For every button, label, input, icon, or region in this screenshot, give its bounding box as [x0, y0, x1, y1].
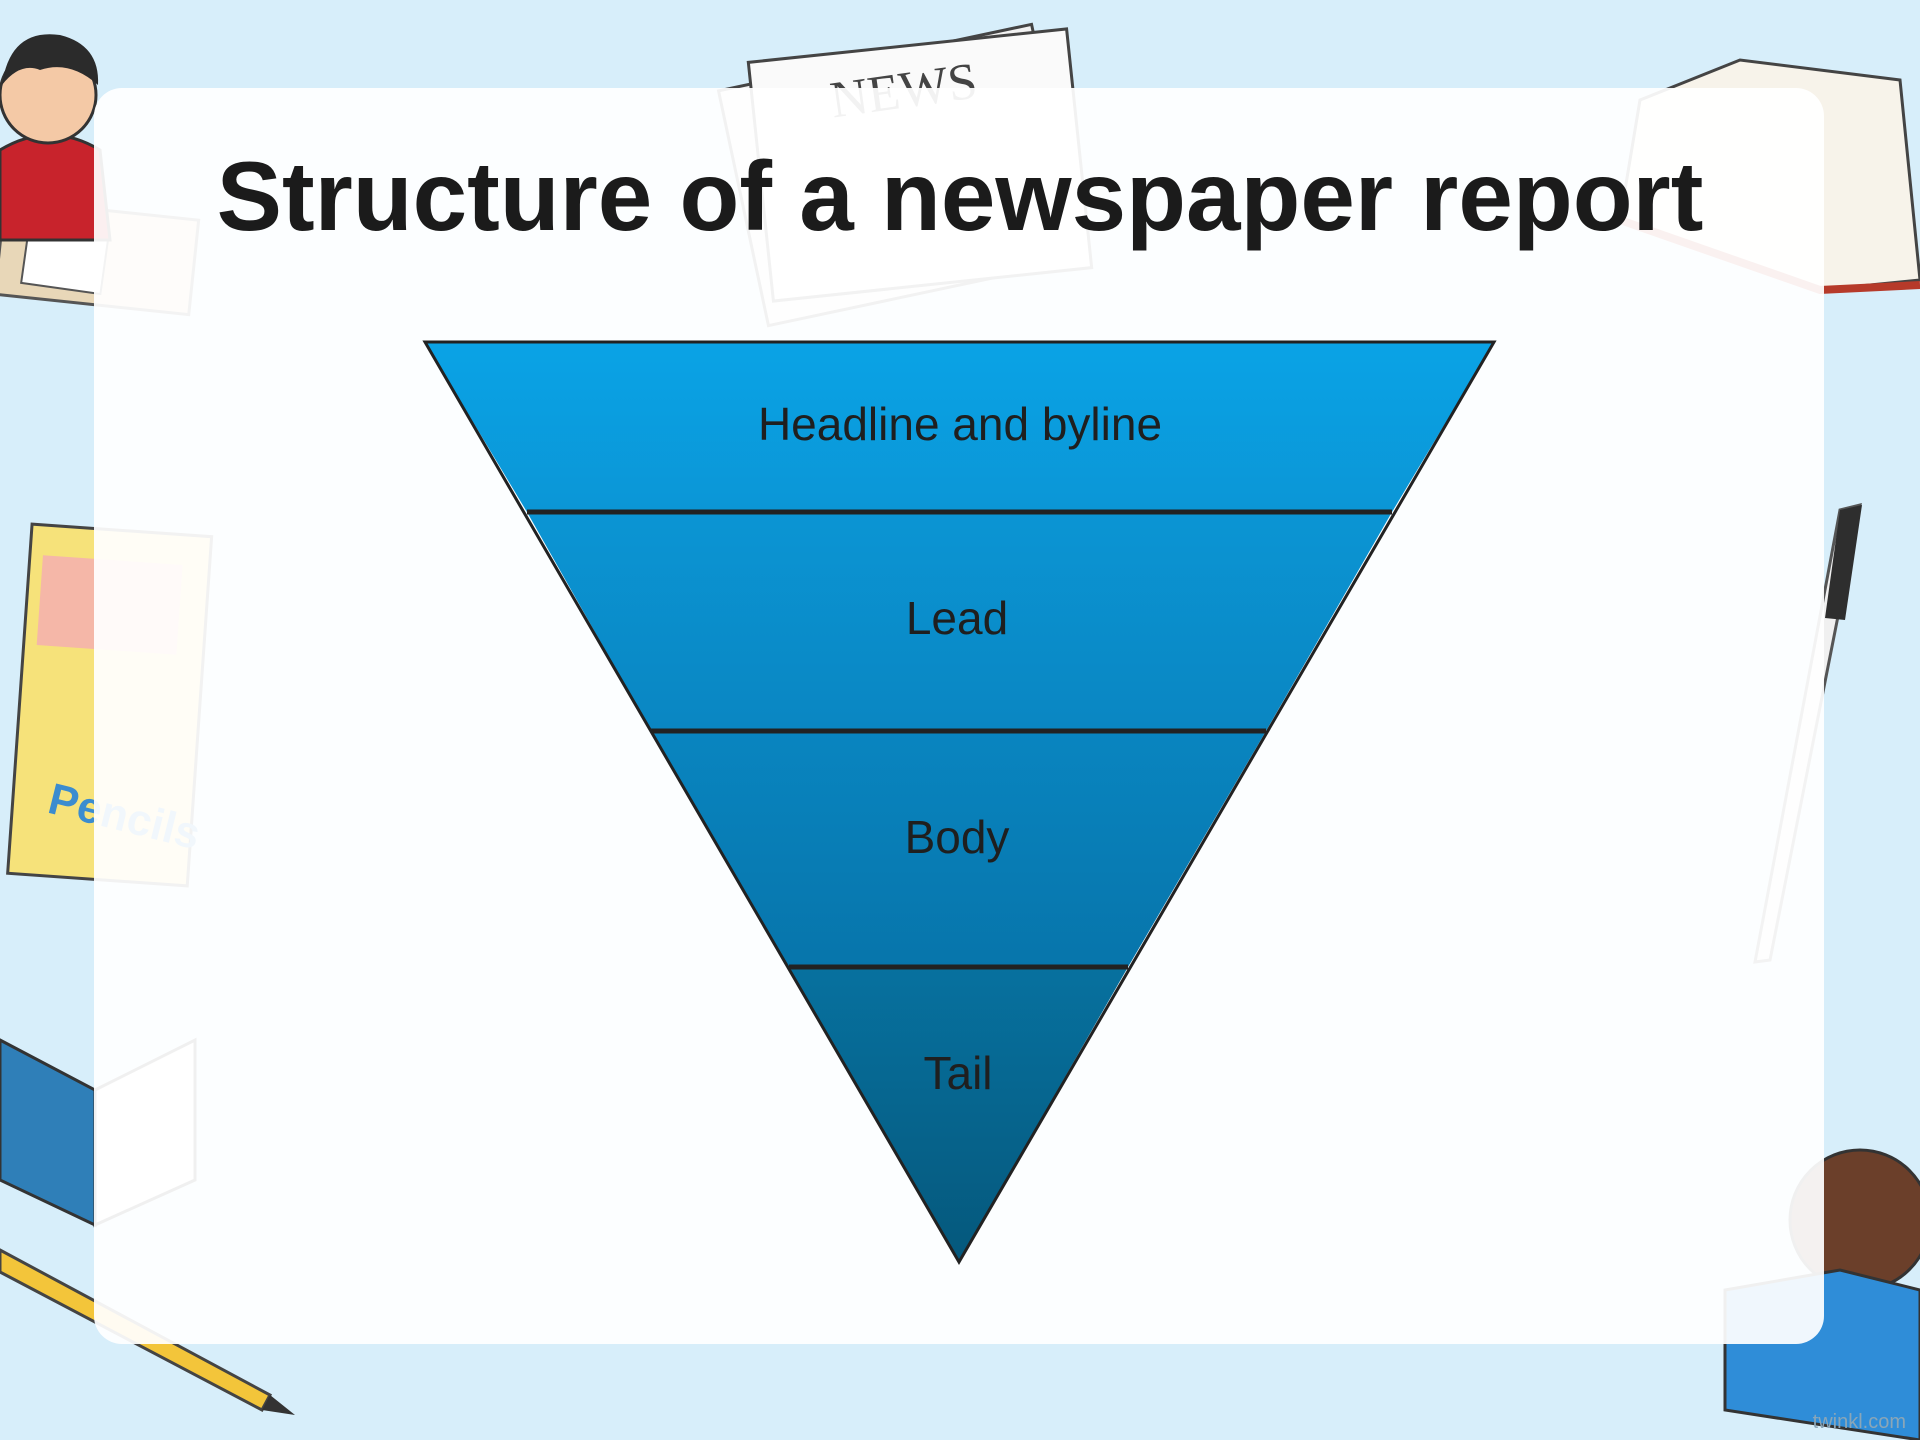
layer-label-lead: Lead [906, 592, 1008, 644]
layer-label-headline: Headline and byline [758, 398, 1162, 450]
pyramid-layer-body [651, 731, 1266, 967]
page-title: Structure of a newspaper report [216, 141, 1704, 251]
pyramid-outline [422, 340, 1497, 1265]
watermark: twinkl.com [1812, 1411, 1906, 1433]
pyramid-layer-lead [527, 512, 1392, 731]
layer-label-body: Body [905, 811, 1010, 863]
pyramid-layer-tail [789, 967, 1128, 1262]
layer-label-tail: Tail [923, 1047, 992, 1099]
pyramid-layer-headline [425, 342, 1494, 512]
